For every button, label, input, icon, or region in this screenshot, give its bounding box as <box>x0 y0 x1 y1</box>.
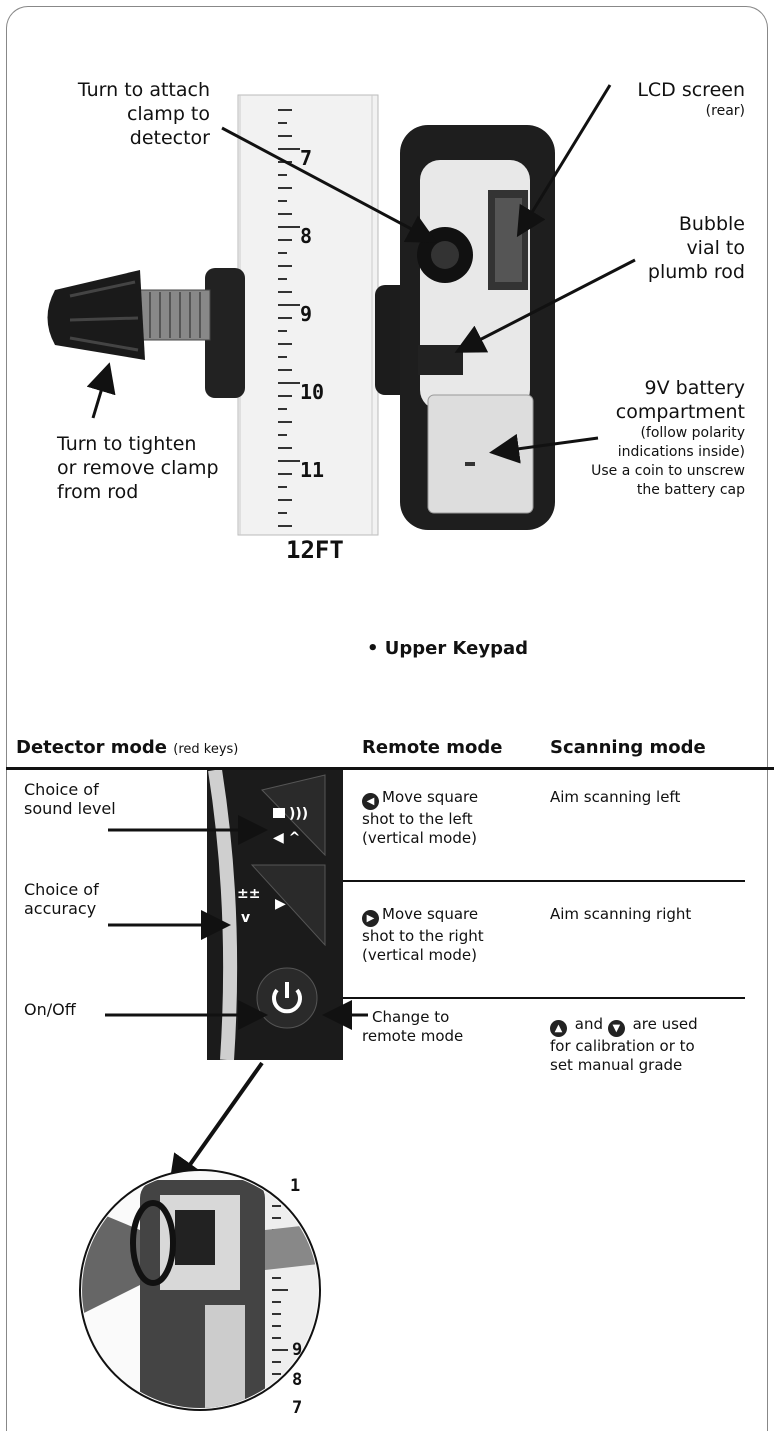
rod-tick-label: 7 <box>300 146 313 170</box>
header-detector-mode: Detector mode (red keys) <box>16 737 239 758</box>
arrow-right-key-icon: ▶ <box>362 910 379 927</box>
remote-cell-right: ▶Move square shot to the right(vertical … <box>362 905 484 964</box>
arrow-up-key-icon: ▲ <box>550 1020 567 1037</box>
rod-tick-label: 9 <box>300 302 313 326</box>
header-remote-mode: Remote mode <box>362 737 503 758</box>
remote-cell-left: ◀Move square shot to the left(vertical m… <box>362 788 479 847</box>
zoom-illustration <box>79 1061 321 1411</box>
rod-tick-label: 10 <box>300 380 325 404</box>
arrow-down-key-icon: ▼ <box>607 1020 625 1037</box>
power-icon <box>272 982 302 1014</box>
scanning-cell-left: Aim scanning left <box>550 788 681 806</box>
annotation-arrows <box>86 84 636 464</box>
zoom-tick-label: 9 <box>292 1340 303 1360</box>
svg-text:v: v <box>241 910 250 926</box>
rod-tick-label: 11 <box>300 458 325 482</box>
sound-icon <box>273 808 285 818</box>
rod-tick-label: 8 <box>300 224 313 248</box>
scanning-cell-calibration: ▲ and ▼ are used for calibration or to s… <box>550 1015 698 1074</box>
zoom-tick-label: 8 <box>292 1370 303 1390</box>
row-divider-1 <box>343 880 745 882</box>
zoom-tick-label: 1 <box>290 1176 301 1196</box>
zoom-tick-label: 7 <box>292 1398 303 1418</box>
accuracy-icon: ±± <box>237 886 260 902</box>
detector-cell-onoff: On/Off <box>24 1000 76 1019</box>
svg-text:◀ ^: ◀ ^ <box>273 830 300 846</box>
page-frame <box>6 6 768 1431</box>
arrow-left-key-icon: ◀ <box>362 793 379 810</box>
header-scanning-mode: Scanning mode <box>550 737 706 758</box>
section-title: • Upper Keypad <box>367 638 528 659</box>
svg-text:))): ))) <box>289 806 308 822</box>
keypad-highlight-ring <box>130 1200 176 1286</box>
label-lcd-screen: LCD screen (rear) <box>637 79 745 119</box>
table-arrows <box>105 815 368 1030</box>
rod-tick-label: 12FT <box>286 536 344 564</box>
remote-cell-power: Change to remote mode <box>362 1008 464 1045</box>
svg-text:▶: ▶ <box>275 896 286 912</box>
grade-rod <box>237 94 379 536</box>
header-rule <box>6 767 774 770</box>
row-divider-2 <box>343 997 745 999</box>
scanning-cell-right: Aim scanning right <box>550 905 692 923</box>
